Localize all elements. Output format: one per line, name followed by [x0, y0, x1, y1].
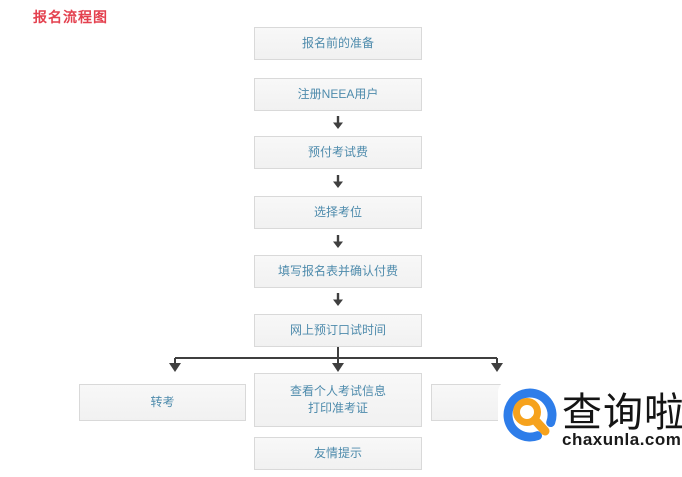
- flow-step-choose-seat: 选择考位: [254, 196, 422, 229]
- flow-step-label: 注册NEEA用户: [297, 87, 379, 101]
- flow-step-fill-form-confirm-pay: 填写报名表并确认付费: [254, 255, 422, 288]
- flow-step-friendly-reminder: 友情提示: [254, 437, 422, 470]
- flow-step-prepay-fee: 预付考试费: [254, 136, 422, 169]
- arrow-down-icon: [331, 174, 345, 189]
- watermark-domain: chaxunla.com: [562, 430, 682, 449]
- flow-step-register-neea: 注册NEEA用户: [254, 78, 422, 111]
- arrow-down-icon: [331, 234, 345, 249]
- magnifier-logo-icon: [502, 387, 560, 456]
- branch-label: 转考: [150, 395, 175, 409]
- watermark-brand-name: 查询啦: [562, 390, 682, 435]
- branch-view-info-print-ticket: 查看个人考试信息 打印准考证: [254, 373, 422, 427]
- flow-step-label: 填写报名表并确认付费: [277, 264, 398, 278]
- branch-connector-lines: [169, 347, 503, 372]
- flow-step-book-oral-time: 网上预订口试时间: [254, 314, 422, 347]
- flow-step-label: 报名前的准备: [301, 36, 374, 50]
- branch-label-line2: 打印准考证: [307, 401, 368, 415]
- arrow-down-icon: [331, 115, 345, 130]
- flow-step-label: 选择考位: [313, 205, 362, 219]
- flow-step-label: 网上预订口试时间: [289, 323, 386, 337]
- branch-label-line1: 查看个人考试信息: [289, 384, 386, 398]
- watermark-text: 查询啦 chaxunla.com: [562, 392, 682, 450]
- flow-step-label: 友情提示: [313, 446, 362, 460]
- watermark-logo: 查询啦 chaxunla.com: [498, 380, 682, 462]
- arrow-down-icon: [331, 292, 345, 307]
- flow-step-preparation: 报名前的准备: [254, 27, 422, 60]
- page-title: 报名流程图: [33, 9, 108, 25]
- flow-step-label: 预付考试费: [307, 145, 368, 159]
- branch-transfer-exam: 转考: [79, 384, 246, 421]
